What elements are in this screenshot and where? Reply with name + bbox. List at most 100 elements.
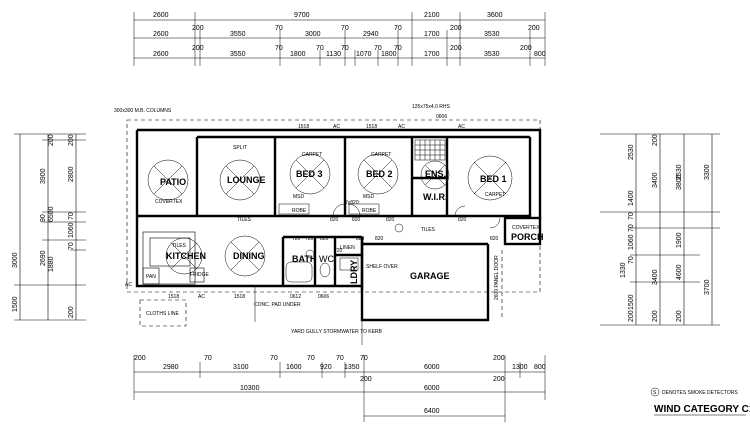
dim-right-in-5: 1060 xyxy=(628,234,635,250)
opening-21: 820 xyxy=(356,236,365,242)
dim-left-in-5: 70 xyxy=(68,242,75,250)
dim-top-r1-2: 2100 xyxy=(424,12,440,19)
dim-top-r2-8: 1700 xyxy=(424,31,440,38)
label-shelf: SHELF OVER xyxy=(366,264,398,270)
label-linen: LINEN xyxy=(340,245,355,251)
dim-bot-r1-10: 70 xyxy=(360,355,368,362)
dim-bot-r1-5: 1600 xyxy=(286,364,302,371)
opening-8: 1518 xyxy=(168,294,179,300)
dim-top-r3-8: 1070 xyxy=(356,51,372,58)
dim-right-mid-3: 1900 xyxy=(676,232,683,248)
dim-top-r3-2: 3550 xyxy=(230,51,246,58)
label-tiles-living: TILES xyxy=(237,217,252,223)
opening-5: 0606 xyxy=(436,114,447,120)
dim-bot-r1-14: 800 xyxy=(534,364,546,371)
legend-text: DENOTES SMOKE DETECTORS xyxy=(662,390,738,396)
legend: S DENOTES SMOKE DETECTORS xyxy=(650,387,738,397)
label-msd-bed3: MSD xyxy=(293,194,305,200)
dim-left-in-2: 6500 xyxy=(48,206,55,222)
opening-22: 820 xyxy=(490,236,499,242)
label-carpet-bed1: CARPET xyxy=(485,192,505,198)
dim-top-r2-9: 200 xyxy=(450,25,462,32)
dim-right-out-0: 3300 xyxy=(704,164,711,180)
room-bed1: BED 1 xyxy=(480,174,507,184)
dim-top-r3-16: 800 xyxy=(534,51,546,58)
dim-bot-r1-7: 920 xyxy=(320,364,332,371)
opening-3: AC xyxy=(398,124,405,130)
right-dimensions: 2530 3400 70 1400 70 1060 70 1330 3400 2… xyxy=(600,133,720,326)
label-columns: 300x300 M.B. COLUMNS xyxy=(114,108,172,114)
dim-right-in-6: 70 xyxy=(628,256,635,264)
dim-left-mid-4: 200 xyxy=(48,134,55,146)
dim-right-mid-2: 3800 xyxy=(676,174,683,190)
dim-top-r1-0: 2600 xyxy=(153,12,169,19)
label-tiles-kitchen: TILES xyxy=(172,243,187,249)
dim-bot-r3-0: 6400 xyxy=(424,408,440,415)
fixtures xyxy=(139,139,513,345)
label-conc-pad: CONC. PAD UNDER xyxy=(254,302,301,308)
walls xyxy=(126,119,542,322)
dim-bot-r1-3: 3100 xyxy=(233,364,249,371)
label-rhs: 125x75x4.0 RHS xyxy=(412,104,450,110)
dim-top-r3-1: 2600 xyxy=(153,51,169,58)
dim-left-mid-2: 90 xyxy=(40,214,47,222)
dim-top-r2-3: 70 xyxy=(275,25,283,32)
dim-top-r2-5: 70 xyxy=(341,25,349,32)
dim-top-r2-10: 3530 xyxy=(484,31,500,38)
dim-right-mid-1: 2530 xyxy=(676,164,683,180)
dim-top-r1-1: 9700 xyxy=(294,12,310,19)
room-garage: GARAGE xyxy=(410,271,450,281)
dim-top-r1-3: 3600 xyxy=(487,12,503,19)
dim-left-in-6: 200 xyxy=(68,306,75,318)
dim-right-in-1: 3400 xyxy=(652,172,659,188)
dim-bot-r1-1: 2980 xyxy=(163,364,179,371)
dim-top-r2-0: 200 xyxy=(192,25,204,32)
opening-11: 0606 xyxy=(318,294,329,300)
dim-top-r3-4: 1800 xyxy=(290,51,306,58)
room-ldry: LDRY xyxy=(349,260,359,284)
label-covertex-porch: COVERTEX xyxy=(512,225,540,231)
left-dimensions: 3000 1500 3900 2690 90 1880 200 200 2800… xyxy=(12,133,86,321)
dim-right-mid-6: 200 xyxy=(676,310,683,322)
dim-top-r3-6: 1130 xyxy=(326,51,341,58)
label-carpet-bed2: CARPET xyxy=(371,152,391,158)
notes: 300x300 M.B. COLUMNS 125x75x4.0 RHS SPLI… xyxy=(114,104,540,335)
room-wir: W.I.R. xyxy=(423,192,448,202)
label-double-door: 2x820 xyxy=(345,200,359,206)
label-covertex-patio: COVERTEX xyxy=(155,199,183,205)
opening-6: 1518 xyxy=(234,294,245,300)
dim-top-r3-11: 70 xyxy=(394,45,402,52)
dim-top-r2-2: 3550 xyxy=(230,31,246,38)
opening-9: AC xyxy=(125,282,132,288)
dim-top-r2-4: 3000 xyxy=(305,31,321,38)
dim-right-mid-5: 3700 xyxy=(704,279,711,295)
dim-left-outer-1: 1500 xyxy=(12,296,19,312)
opening-2: 1518 xyxy=(366,124,377,130)
dim-bot-r2-3: 200 xyxy=(493,376,505,383)
opening-4: AC xyxy=(458,124,465,130)
label-split: SPLIT xyxy=(233,145,247,151)
room-labels: PATIO LOUNGE BED 3 BED 2 ENS. BED 1 W.I.… xyxy=(160,169,544,284)
dim-bot-r1-6: 70 xyxy=(307,355,315,362)
dim-top-r3-0: 200 xyxy=(192,45,204,52)
label-yard-gully: YARD GULLY STORMWATER TO KERB xyxy=(291,329,383,335)
label-clothes-line: CLOTHS LINE xyxy=(146,311,179,317)
dim-top-r2-7: 70 xyxy=(394,25,402,32)
label-fridge: FRIDGE xyxy=(190,272,210,278)
opening-10: 0612 xyxy=(290,294,301,300)
opening-15: 820 xyxy=(458,217,467,223)
room-patio: PATIO xyxy=(160,177,186,187)
dim-right-in-8: 3400 xyxy=(652,269,659,285)
dim-bot-r1-4: 70 xyxy=(270,355,278,362)
opening-17: 720 xyxy=(305,236,314,242)
opening-20: 720 xyxy=(334,248,343,254)
drawing-title: WIND CATEGORY C1 xyxy=(654,404,750,415)
dim-right-in-7: 1330 xyxy=(620,262,627,278)
opening-16: 720 xyxy=(292,236,301,242)
room-kitchen: KITCHEN xyxy=(166,251,206,261)
dim-right-in-3: 1400 xyxy=(628,190,635,206)
dim-top-r2-6: 2940 xyxy=(363,31,379,38)
label-robe-bed2: ROBE xyxy=(362,208,377,214)
dim-right-out-1: 1500 xyxy=(628,294,635,310)
